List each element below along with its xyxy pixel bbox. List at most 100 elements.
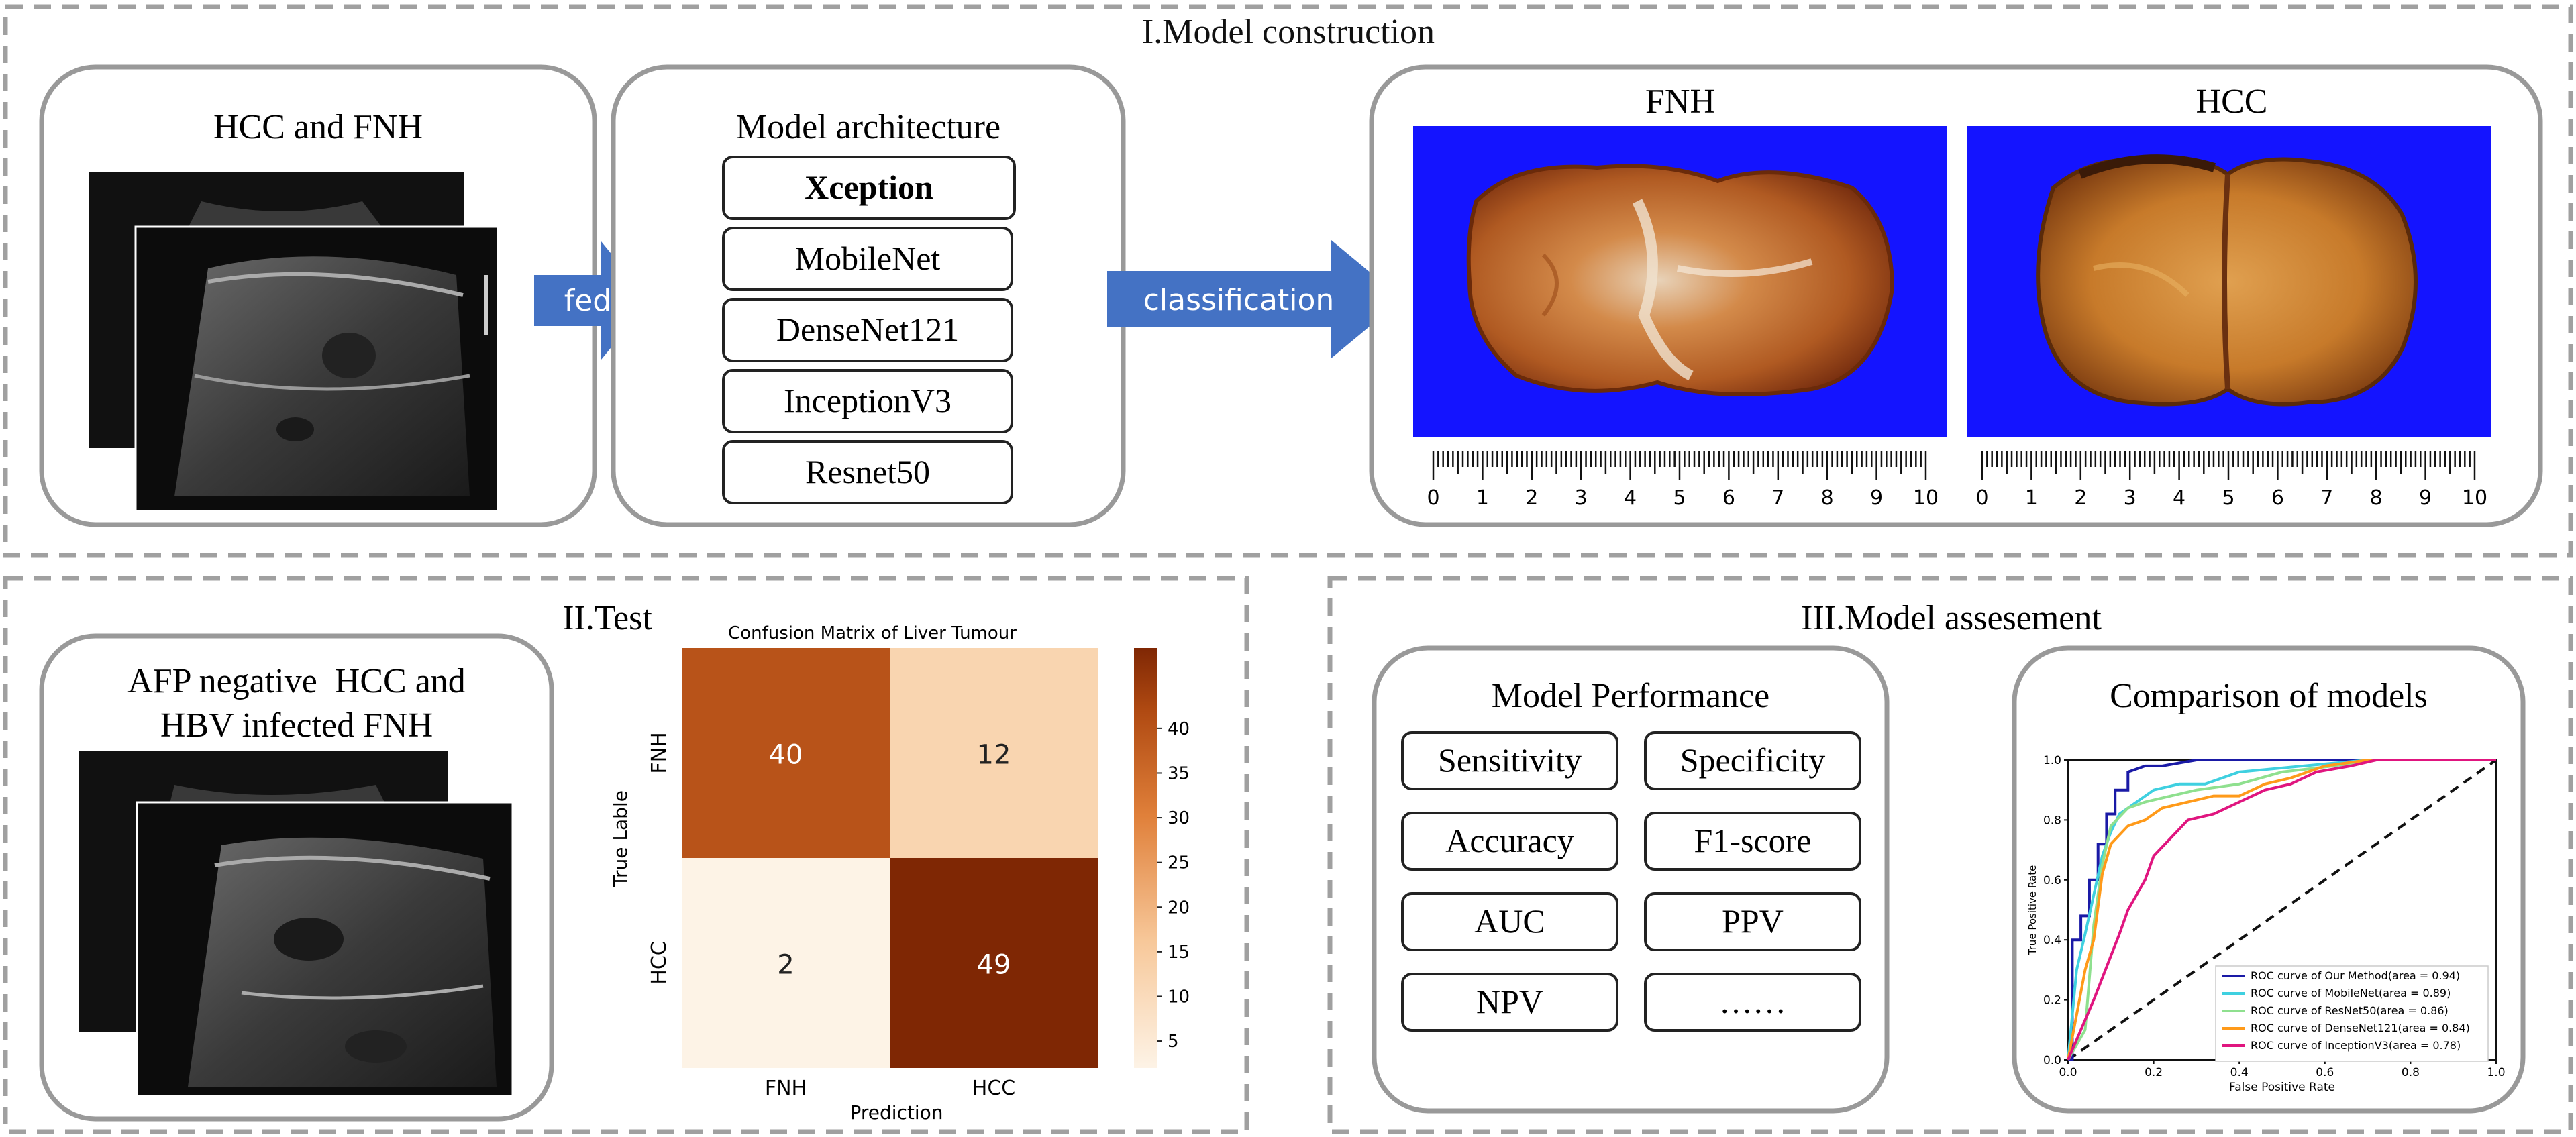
roc-legend-label: ROC curve of InceptionV3(area = 0.78) — [2251, 1039, 2461, 1052]
model-label-mobilenet: MobileNet — [795, 239, 941, 277]
roc-xtick-label: 0.6 — [2316, 1066, 2334, 1079]
ruler-label: 8 — [2370, 486, 2383, 510]
roc-xtick-label: 1.0 — [2487, 1066, 2505, 1079]
cm-cell — [682, 858, 890, 1068]
metric-box-more — [1644, 973, 1861, 1032]
section-assessment-border — [1327, 576, 2573, 1134]
cm-cell-value: 12 — [977, 740, 1011, 771]
roc-ylabel: True Positive Rate — [2026, 865, 2039, 956]
cm-title: Confusion Matrix of Liver Tumour — [728, 623, 1017, 643]
ruler-label: 1 — [1476, 486, 1489, 510]
roc-legend-label: ROC curve of Our Method(area = 0.94) — [2251, 969, 2460, 982]
section-assessment-title: III.Model assesement — [1801, 599, 2102, 637]
section-construction-title: I.Model construction — [1142, 13, 1435, 51]
test-input-title-line1: AFP negative HCC and — [127, 662, 466, 700]
roc-ytick-label: 0.2 — [2043, 994, 2061, 1008]
confusion-matrix-chart: Confusion Matrix of Liver Tumour True La… — [609, 623, 1190, 1124]
model-box-resnet50 — [722, 440, 1013, 504]
hcc-label: HCC — [2196, 83, 2268, 121]
cbar-tick-label: 35 — [1168, 763, 1190, 783]
section-test-title: II.Test — [562, 599, 652, 637]
model-box-inceptionv3 — [722, 369, 1013, 433]
metric-box-sensitivity — [1401, 731, 1618, 790]
metric-label-f1score: F1-score — [1694, 822, 1812, 859]
ruler-label: 1 — [2025, 486, 2038, 510]
roc-series-line-4 — [2067, 759, 2496, 1061]
ruler-label: 9 — [2419, 486, 2432, 510]
model-box-xception — [722, 156, 1016, 220]
cm-cell — [890, 648, 1098, 858]
metric-label-auc: AUC — [1474, 902, 1545, 940]
roc-ytick-label: 0.0 — [2043, 1054, 2061, 1067]
classification-label: classification — [1143, 283, 1335, 317]
model-label-densenet121: DenseNet121 — [776, 311, 959, 348]
roc-legend — [2215, 965, 2489, 1062]
ruler-label: 8 — [1821, 486, 1834, 510]
roc-chance-line — [2067, 759, 2497, 1061]
cm-xlabel: Prediction — [849, 1101, 943, 1124]
cm-ytick: HCC — [648, 941, 671, 984]
fnh-label: FNH — [1645, 83, 1715, 121]
cbar-tick-label: 40 — [1168, 719, 1190, 739]
cbar-tick-label: 5 — [1168, 1032, 1179, 1052]
cbar-tick-label: 15 — [1168, 942, 1190, 963]
roc-ytick-label: 0.4 — [2043, 934, 2061, 947]
roc-xtick-label: 0.0 — [2059, 1066, 2077, 1079]
ruler-label: 6 — [1722, 486, 1735, 510]
performance-title: Model Performance — [1492, 677, 1769, 715]
ultrasound-images — [89, 172, 499, 512]
ruler-label: 2 — [2074, 486, 2087, 510]
fnh-specimen-photo — [1413, 126, 1947, 437]
model-label-resnet50: Resnet50 — [805, 453, 930, 490]
ruler-label: 7 — [1771, 486, 1784, 510]
metric-box-npv — [1401, 973, 1618, 1032]
test-ultrasound-images — [79, 751, 514, 1097]
metric-box-ppv — [1644, 892, 1861, 951]
ruler-label: 4 — [2173, 486, 2185, 510]
cm-cell-value: 2 — [777, 950, 794, 981]
metric-box-f1score — [1644, 812, 1861, 871]
input-panel-title: HCC and FNH — [213, 108, 423, 146]
test-input-title-line2: HBV infected FNH — [160, 706, 433, 745]
cbar-tick-label: 25 — [1168, 853, 1190, 873]
cbar-tick-label: 10 — [1168, 987, 1190, 1007]
ruler-label: 3 — [2124, 486, 2136, 510]
section-construction-border — [3, 4, 2573, 558]
roc-series-line-1 — [2067, 759, 2496, 1061]
cbar-tick-label: 20 — [1168, 898, 1190, 918]
cm-ytick: FNH — [648, 732, 671, 773]
cm-cell — [682, 648, 890, 858]
ruler-label: 5 — [2222, 486, 2234, 510]
roc-xtick-label: 0.8 — [2402, 1066, 2420, 1079]
cm-ylabel: True Lable — [609, 790, 631, 887]
ruler-label: 10 — [2462, 486, 2487, 510]
ruler-label: 10 — [1913, 486, 1939, 510]
roc-legend-label: ROC curve of MobileNet(area = 0.89) — [2251, 987, 2451, 999]
roc-ytick-label: 1.0 — [2043, 754, 2061, 767]
roc-ytick-label: 0.8 — [2043, 814, 2061, 827]
cm-cell-value: 49 — [977, 950, 1011, 981]
cm-colorbar — [1134, 648, 1157, 1068]
architecture-title: Model architecture — [736, 108, 1000, 146]
ruler-label: 4 — [1624, 486, 1637, 510]
roc-legend-label: ROC curve of DenseNet121(area = 0.84) — [2251, 1022, 2470, 1034]
roc-xtick-label: 0.2 — [2145, 1066, 2163, 1079]
roc-series-line-3 — [2067, 759, 2496, 1061]
ruler-label: 7 — [2320, 486, 2333, 510]
ruler-label: 0 — [1975, 486, 1988, 510]
roc-series-line-0 — [2068, 759, 2496, 1061]
cm-cell-value: 40 — [769, 740, 803, 771]
hcc-specimen-photo — [1967, 126, 2491, 437]
roc-legend-label: ROC curve of ResNet50(area = 0.86) — [2251, 1004, 2449, 1017]
metric-box-auc — [1401, 892, 1618, 951]
comparison-title: Comparison of models — [2110, 677, 2428, 715]
ruler-label: 9 — [1870, 486, 1883, 510]
metric-label-more: …… — [1719, 983, 1786, 1020]
ruler-label: 0 — [1427, 486, 1439, 510]
fed-label: fed — [564, 284, 612, 318]
